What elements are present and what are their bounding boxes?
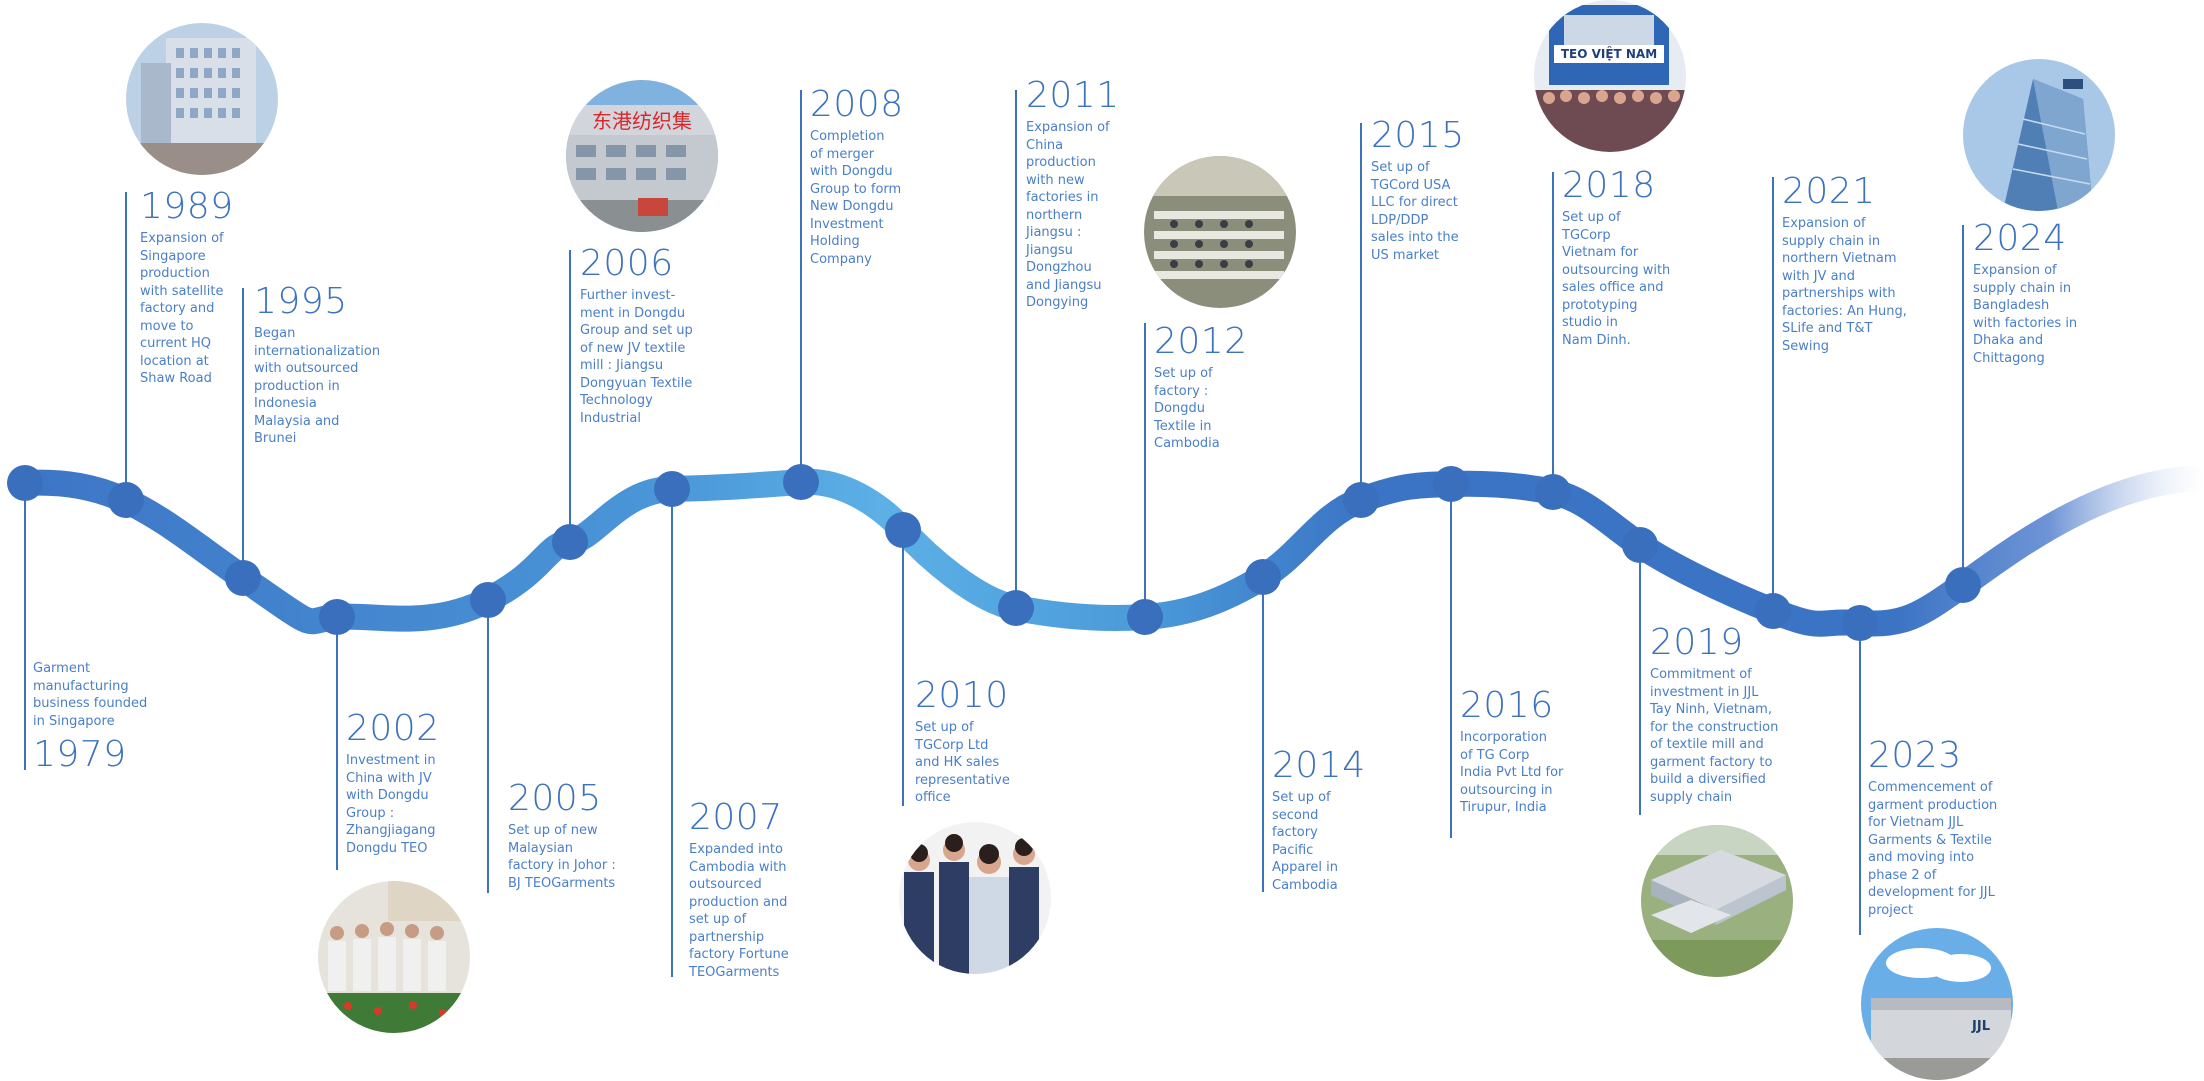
photo-factory-floor [1144,156,1296,308]
event-year: 2012 [1154,321,1248,362]
photo-textile-mill [1641,825,1793,977]
photo-dongdu-factory: 东港纺织集 [566,80,718,232]
timeline-node-2014 [1245,559,1281,595]
event-description: Set up of TGCorp Ltd and HK sales repres… [915,720,1010,805]
event-description: Expansion of Singapore production with s… [140,231,224,386]
timeline-node-2015 [1343,482,1379,518]
timeline-nodes [7,464,1981,641]
warehouse-sign-text: JJL [1971,1019,1990,1034]
event-year: 1989 [140,186,234,227]
event-year: 1995 [254,281,348,322]
event-year: 2016 [1460,685,1554,726]
event-description: Expanded into Cambodia with outsourced p… [689,842,789,980]
timeline-node-1995 [225,560,261,596]
event-description: Set up of second factory Pacific Apparel… [1272,790,1339,893]
timeline-node-2006 [552,524,588,560]
timeline-node-1989 [108,482,144,518]
timeline-node-2011 [998,590,1034,626]
event-description: Set up of new Malaysian factory in Johor… [508,823,616,891]
timeline-node-2007 [654,471,690,507]
event-year: 2021 [1782,171,1876,212]
event-description: Expansion of supply chain in northern Vi… [1782,216,1907,354]
building-sign-text: TEO VIỆT NAM [1561,46,1657,61]
timeline-node-2005 [470,582,506,618]
event-year: 2002 [346,708,440,749]
factory-sign-text: 东港纺织集 [592,109,692,133]
photo-teo-vietnam: TEO VIỆT NAM [1534,0,1686,152]
event-year: 2023 [1868,735,1962,776]
event-1979: Garment manufacturing business founded i… [33,660,147,774]
event-year: 2015 [1371,115,1465,156]
event-description: Investment in China with JV with Dongdu … [346,753,436,856]
event-year: 2008 [810,84,904,125]
event-year: 2006 [580,243,674,284]
event-description: Set up of TGCord USA LLC for direct LDP/… [1371,160,1459,263]
photo-group-2002 [318,881,470,1033]
timeline-node-2018 [1535,474,1571,510]
event-description: Began internationalization with outsourc… [254,326,381,446]
event-year: 2018 [1562,165,1656,206]
timeline-node-2008 [783,464,819,500]
photo-jjl-warehouse: JJL [1861,928,2013,1080]
timeline-node-2023 [1842,605,1878,641]
event-description: Set up of TGCorp Vietnam for outsourcing… [1562,210,1671,348]
timeline-node-2012 [1127,599,1163,635]
timeline-node-2019 [1622,527,1658,563]
event-description: Garment manufacturing business founded i… [33,661,148,729]
event-year: 2010 [915,675,1009,716]
timeline-node-2010 [885,512,921,548]
event-description: Commitment of investment in JJL Tay Ninh… [1650,667,1779,805]
event-year: 2011 [1026,75,1120,116]
event-year: 2007 [689,797,783,838]
event-description: Expansion of China production with new f… [1026,120,1110,310]
event-year: 2024 [1973,218,2067,259]
photo-group-2010 [899,822,1051,974]
photo-singapore-hq [126,23,278,175]
event-year: 2014 [1272,745,1366,786]
event-year: 2005 [508,778,602,819]
event-description: Set up of factory : Dongdu Textile in Ca… [1154,366,1220,451]
event-description: Commencement of garment production for V… [1868,780,1998,918]
photo-glass-tower [1963,59,2115,211]
timeline-wave [12,465,2204,637]
event-description: Completion of merger with Dongdu Group t… [810,129,902,267]
event-description: Incorporation of TG Corp India Pvt Ltd f… [1460,730,1564,815]
timeline-node-1979 [7,465,43,501]
event-year: 2019 [1650,622,1744,663]
event-description: Further invest- ment in Dongdu Group and… [580,288,693,426]
timeline-node-2002 [319,599,355,635]
timeline-node-2024 [1945,567,1981,603]
event-year: 1979 [33,734,127,775]
timeline-node-2016 [1433,466,1469,502]
event-description: Expansion of supply chain in Bangladesh … [1973,263,2078,366]
connector-lines [24,90,1964,977]
timeline-node-2021 [1755,593,1791,629]
